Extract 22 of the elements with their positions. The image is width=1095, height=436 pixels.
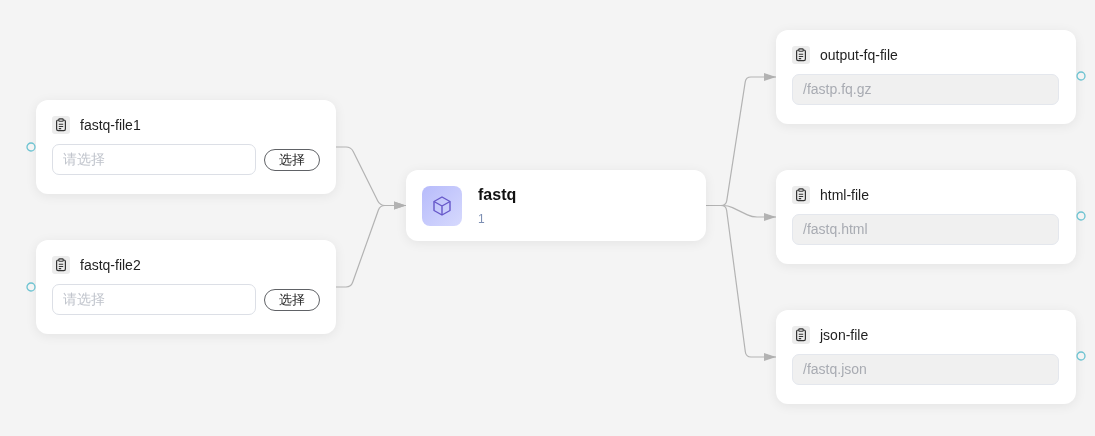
- path-field: /fastq.html: [792, 214, 1059, 245]
- path-field: /fastp.fq.gz: [792, 74, 1059, 105]
- node-title: fastq-file2: [80, 256, 141, 274]
- path-field: /fastq.json: [792, 354, 1059, 385]
- input-field: 请选择: [52, 284, 256, 315]
- output-node-card: [776, 170, 1076, 264]
- node-title: fastq-file1: [80, 116, 141, 134]
- connector-arrow: [705, 204, 777, 361]
- input-node-card: [36, 240, 336, 334]
- select-button: 选择: [264, 289, 320, 311]
- output-node-card: [776, 30, 1076, 124]
- output-node-card: [776, 310, 1076, 404]
- node-title: html-file: [820, 186, 869, 204]
- node-subtitle: 1: [478, 212, 485, 226]
- node-title: fastq: [478, 185, 517, 205]
- process-node-card: [406, 170, 706, 241]
- input-node-card: [36, 100, 336, 194]
- connector-arrow: [335, 201, 407, 288]
- input-field: 请选择: [52, 144, 256, 175]
- node-title: json-file: [820, 326, 869, 344]
- node-title: output-fq-file: [820, 46, 898, 64]
- select-button: 选择: [264, 149, 320, 171]
